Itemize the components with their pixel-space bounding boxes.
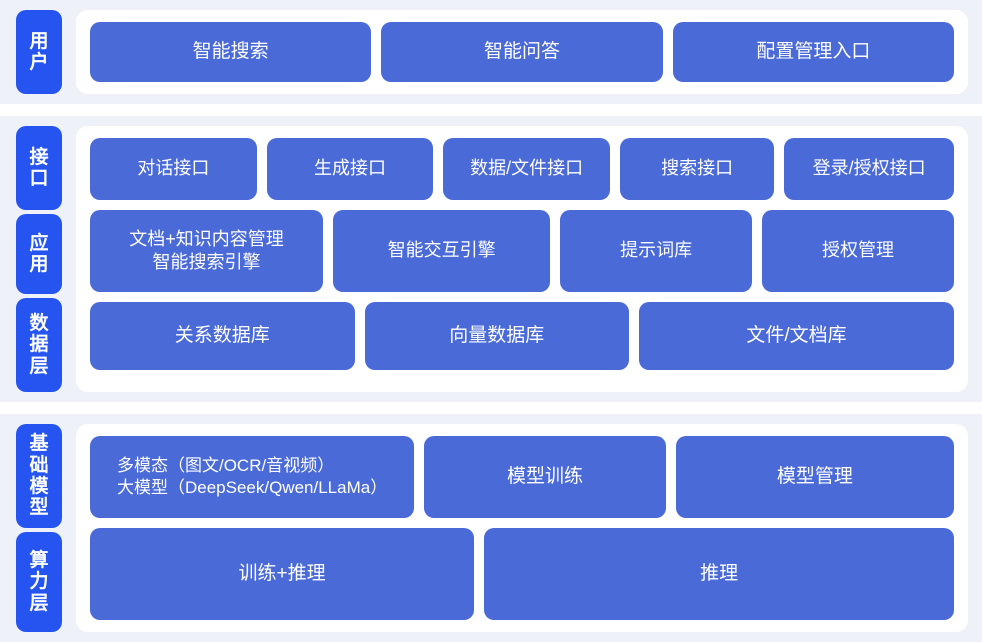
node-dialog-api[interactable]: 对话接口 [90, 138, 257, 200]
node-multimodal-llm[interactable]: 多模态（图文/OCR/音视频） 大模型（DeepSeek/Qwen/LLaMa） [90, 436, 415, 518]
row-foundation-model: 多模态（图文/OCR/音视频） 大模型（DeepSeek/Qwen/LLaMa）… [90, 436, 954, 518]
layer-tab-interface[interactable]: 接口 [16, 126, 62, 210]
node-doc-knowledge-mgmt[interactable]: 文档+知识内容管理 智能搜索引擎 [90, 210, 323, 292]
section-infrastructure: 基础模型 算力层 多模态（图文/OCR/音视频） 大模型（DeepSeek/Qw… [0, 414, 982, 642]
section-platform: 接口 应用 数据层 对话接口 生成接口 数据/文件接口 搜索接口 登录/授权接口… [0, 116, 982, 402]
layer-tab-users[interactable]: 用户 [16, 10, 62, 94]
card-users: 智能搜索 智能问答 配置管理入口 [76, 10, 968, 94]
node-interaction-engine[interactable]: 智能交互引擎 [332, 210, 551, 292]
node-vector-db[interactable]: 向量数据库 [364, 302, 629, 370]
layer-tab-foundation-model[interactable]: 基础模型 [16, 424, 62, 528]
node-relational-db[interactable]: 关系数据库 [90, 302, 355, 370]
layer-tab-label: 基础模型 [29, 433, 49, 519]
layer-tab-label: 接口 [29, 146, 49, 189]
layer-tab-label: 用户 [29, 30, 49, 73]
layer-rail-infrastructure: 基础模型 算力层 [16, 424, 62, 632]
node-model-management[interactable]: 模型管理 [675, 436, 954, 518]
row-interface-layer: 对话接口 生成接口 数据/文件接口 搜索接口 登录/授权接口 [90, 138, 954, 200]
node-search-api[interactable]: 搜索接口 [619, 138, 775, 200]
node-model-training[interactable]: 模型训练 [424, 436, 666, 518]
layer-tab-compute[interactable]: 算力层 [16, 532, 62, 632]
node-login-auth-api[interactable]: 登录/授权接口 [784, 138, 954, 200]
node-smart-qa[interactable]: 智能问答 [381, 22, 663, 82]
row-compute-layer: 训练+推理 推理 [90, 528, 954, 620]
row-users-entries: 智能搜索 智能问答 配置管理入口 [90, 22, 954, 82]
layer-tab-label: 算力层 [29, 550, 49, 614]
node-smart-search[interactable]: 智能搜索 [90, 22, 372, 82]
layer-tab-label: 数据层 [29, 313, 49, 377]
node-inference[interactable]: 推理 [484, 528, 954, 620]
card-platform: 对话接口 生成接口 数据/文件接口 搜索接口 登录/授权接口 文档+知识内容管理… [76, 126, 968, 392]
section-users: 用户 智能搜索 智能问答 配置管理入口 [0, 0, 982, 104]
layer-tab-data[interactable]: 数据层 [16, 298, 62, 392]
node-generate-api[interactable]: 生成接口 [266, 138, 434, 200]
card-infrastructure: 多模态（图文/OCR/音视频） 大模型（DeepSeek/Qwen/LLaMa）… [76, 424, 968, 632]
node-auth-management[interactable]: 授权管理 [762, 210, 954, 292]
layer-tab-label: 应用 [29, 232, 49, 275]
layer-rail-users: 用户 [16, 10, 62, 94]
layer-tab-application[interactable]: 应用 [16, 214, 62, 294]
node-prompt-library[interactable]: 提示词库 [560, 210, 753, 292]
node-data-file-api[interactable]: 数据/文件接口 [443, 138, 610, 200]
layer-rail-platform: 接口 应用 数据层 [16, 126, 62, 392]
node-train-and-infer[interactable]: 训练+推理 [90, 528, 475, 620]
row-data-layer: 关系数据库 向量数据库 文件/文档库 [90, 302, 954, 370]
node-config-entry[interactable]: 配置管理入口 [672, 22, 954, 82]
row-application-layer: 文档+知识内容管理 智能搜索引擎 智能交互引擎 提示词库 授权管理 [90, 210, 954, 292]
node-file-doc-store[interactable]: 文件/文档库 [639, 302, 954, 370]
